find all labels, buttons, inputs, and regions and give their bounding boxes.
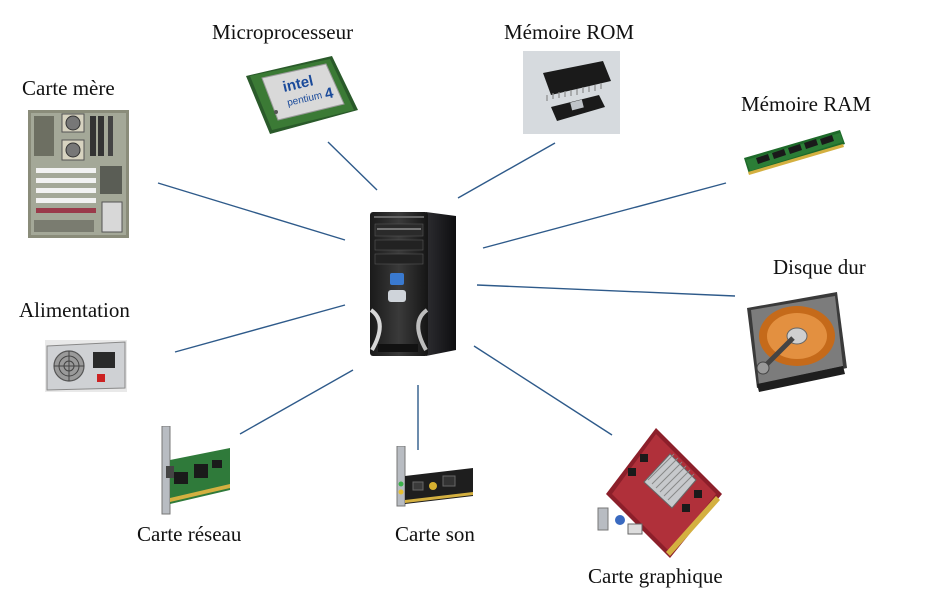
sound-card-image bbox=[396, 446, 473, 507]
hard-drive-image bbox=[747, 292, 847, 392]
connector-hdd bbox=[476, 284, 736, 297]
connector-motherboard bbox=[157, 182, 346, 241]
connector-nic bbox=[239, 369, 354, 435]
label-sound: Carte son bbox=[395, 522, 475, 546]
label-hdd: Disque dur bbox=[773, 255, 866, 279]
label-cpu: Microprocesseur bbox=[212, 20, 354, 44]
network-card-image bbox=[161, 426, 230, 515]
connector-cpu bbox=[327, 141, 378, 191]
svg-text:intel: intel bbox=[281, 72, 315, 96]
label-motherboard: Carte mère bbox=[22, 76, 115, 100]
label-nic: Carte réseau bbox=[137, 522, 242, 546]
pc-tower-image bbox=[369, 212, 456, 356]
label-psu: Alimentation bbox=[19, 298, 130, 322]
connector-rom bbox=[457, 142, 556, 199]
power-supply-image bbox=[45, 340, 127, 392]
rom-chip-image bbox=[523, 51, 620, 134]
graphics-card-image bbox=[597, 428, 722, 558]
connector-gpu bbox=[473, 345, 613, 436]
ram-module-image bbox=[744, 130, 845, 175]
label-gpu: Carte graphique bbox=[588, 564, 723, 588]
cpu-image: intel pentium 4 bbox=[246, 56, 358, 134]
label-rom: Mémoire ROM bbox=[504, 20, 635, 44]
label-ram: Mémoire RAM bbox=[741, 92, 872, 116]
connector-ram bbox=[482, 182, 727, 249]
connector-psu bbox=[174, 304, 346, 353]
motherboard-image bbox=[28, 110, 129, 238]
